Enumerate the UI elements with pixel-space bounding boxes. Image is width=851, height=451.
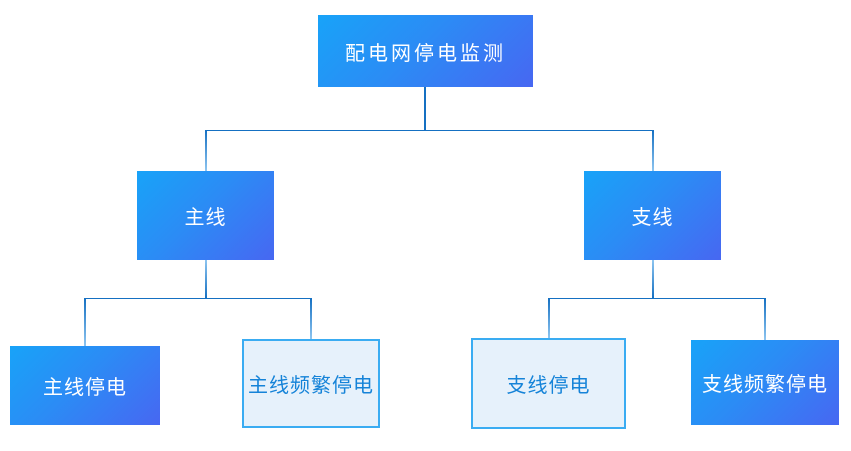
node-branch-line[interactable]: 支线 xyxy=(584,171,721,260)
node-label: 主线停电 xyxy=(43,377,127,399)
connector-branch-children-horizontal xyxy=(548,298,766,299)
connector-main-frequent-drop xyxy=(310,298,312,339)
node-label: 支线停电 xyxy=(506,375,591,397)
node-label: 支线 xyxy=(631,207,674,229)
connector-branch-outage-drop xyxy=(548,298,550,338)
connector-main-line-drop xyxy=(205,130,207,171)
node-label: 配电网停电监测 xyxy=(345,42,506,65)
node-label: 主线 xyxy=(184,207,227,229)
connector-branch-frequent-drop xyxy=(764,298,766,340)
node-distribution-network-outage-monitoring[interactable]: 配电网停电监测 xyxy=(318,15,533,87)
node-label: 主线频繁停电 xyxy=(248,375,374,397)
node-branch-line-frequent-outage[interactable]: 支线频繁停电 xyxy=(691,340,839,425)
connector-main-line-stub xyxy=(205,260,207,298)
node-main-line-outage[interactable]: 主线停电 xyxy=(10,346,160,425)
connector-main-children-horizontal xyxy=(84,298,312,299)
connector-branch-line-stub xyxy=(652,260,654,298)
connector-main-outage-drop xyxy=(84,298,86,346)
node-main-line[interactable]: 主线 xyxy=(137,171,274,260)
connector-root-vertical xyxy=(424,87,426,130)
node-label: 支线频繁停电 xyxy=(702,374,828,396)
node-branch-line-outage[interactable]: 支线停电 xyxy=(471,338,626,429)
node-main-line-frequent-outage[interactable]: 主线频繁停电 xyxy=(242,339,380,428)
connector-level1-horizontal xyxy=(205,130,654,131)
connector-branch-line-drop xyxy=(652,130,654,171)
